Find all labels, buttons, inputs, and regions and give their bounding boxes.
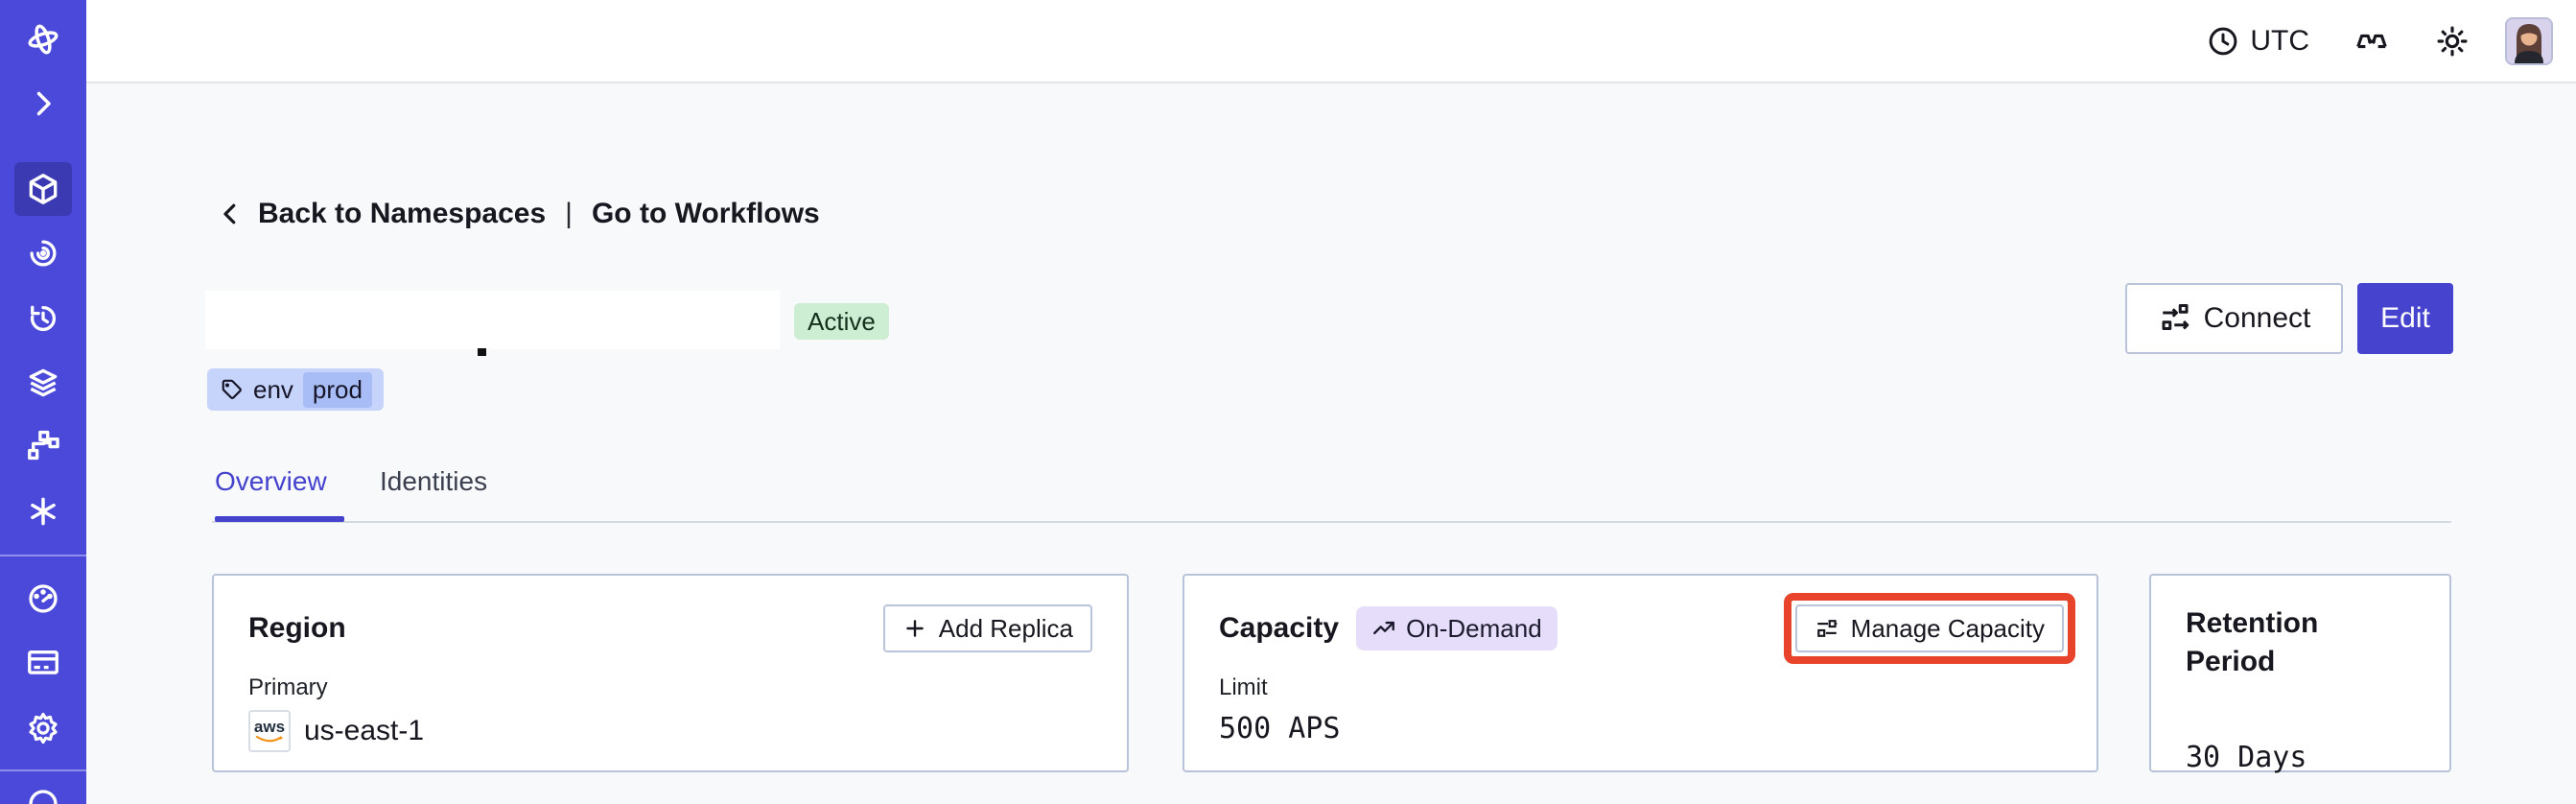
user-avatar[interactable] [2505, 16, 2553, 65]
temporal-logo-icon[interactable] [16, 14, 70, 64]
on-demand-badge-label: On-Demand [1406, 613, 1542, 643]
add-replica-button[interactable]: Add Replica [882, 604, 1092, 652]
clock-retry-icon [30, 305, 56, 332]
region-value: us-east-1 [304, 715, 425, 746]
credit-card-icon [28, 650, 59, 674]
gear-icon [29, 712, 58, 745]
active-tab-underline [215, 516, 344, 522]
topbar: UTC [86, 0, 2576, 83]
manage-capacity-label: Manage Capacity [1850, 613, 2045, 643]
glasses-icon [2356, 34, 2387, 48]
retention-card-title: Retention Period [2186, 607, 2319, 677]
back-chevron-icon[interactable] [216, 200, 245, 228]
tag-value-chip: prod [302, 371, 372, 408]
go-to-workflows-link[interactable]: Go to Workflows [591, 198, 820, 229]
tag-key: env [253, 374, 293, 404]
branch-icon [28, 430, 59, 461]
tab-overview[interactable]: Overview [215, 466, 327, 496]
tab-identities[interactable]: Identities [380, 466, 488, 496]
capacity-field-label: Limit [1219, 674, 1268, 700]
breadcrumb-separator: | [565, 198, 573, 229]
region-card-title: Region [248, 612, 346, 644]
status-badge-label: Active [808, 306, 876, 336]
tag-icon [222, 379, 242, 399]
add-replica-label: Add Replica [938, 613, 1073, 643]
sidebar-divider [0, 769, 86, 771]
theme-toggle-button[interactable] [2434, 23, 2471, 59]
sidebar-item-deployments[interactable] [16, 358, 70, 408]
region-card: Region Add Replica Primary aws us-east-1 [212, 574, 1129, 772]
edit-button[interactable]: Edit [2357, 283, 2453, 354]
sidebar-item-billing[interactable] [16, 637, 70, 687]
sidebar-item-schedules[interactable] [16, 294, 70, 343]
connect-button[interactable]: Connect [2125, 283, 2343, 354]
timezone-label: UTC [2250, 24, 2309, 57]
retention-value: 30 Days [2186, 741, 2307, 774]
breadcrumb: Back to Namespaces | Go to Workflows [216, 198, 820, 230]
edit-button-label: Edit [2380, 302, 2430, 334]
back-to-namespaces-link[interactable]: Back to Namespaces [258, 198, 547, 229]
sidebar-item-support[interactable] [16, 779, 70, 804]
sidebar-item-batch[interactable] [16, 420, 70, 470]
sun-icon [2437, 25, 2468, 57]
sliders-icon [1816, 620, 1837, 637]
namespace-name-artifact [478, 348, 486, 356]
gauge-icon [29, 584, 58, 613]
highlight-annotation: Manage Capacity [1783, 593, 2075, 664]
aws-provider-icon: aws [248, 710, 291, 752]
region-field-label: Primary [248, 674, 328, 700]
capacity-value: 500 APS [1219, 712, 1341, 745]
capacity-card: Capacity On-Demand Manage Capacity Limit… [1183, 574, 2098, 772]
sidebar-item-settings[interactable] [16, 703, 70, 753]
asterisk-icon [31, 497, 56, 526]
circle-icon [29, 790, 58, 804]
sidebar-item-spiral[interactable] [16, 228, 70, 278]
cube-icon [29, 174, 58, 204]
timezone-selector[interactable]: UTC [2206, 24, 2309, 59]
sidebar-item-nexus[interactable] [16, 486, 70, 536]
namespace-tag: env prod [207, 368, 384, 411]
docs-glasses-button[interactable] [2354, 23, 2390, 59]
connect-button-label: Connect [2203, 302, 2311, 334]
trending-up-icon [1373, 621, 1395, 635]
tabs-divider [212, 521, 2451, 523]
plus-icon [906, 620, 924, 637]
avatar-photo-icon [2507, 18, 2551, 63]
status-badge: Active [794, 303, 889, 340]
manage-capacity-button[interactable]: Manage Capacity [1794, 604, 2064, 652]
connect-icon [2162, 304, 2189, 330]
aws-smile-icon [255, 735, 283, 743]
sidebar [0, 0, 86, 804]
layers-icon [29, 368, 58, 397]
aws-word: aws [253, 718, 286, 736]
clock-icon [2209, 27, 2237, 55]
on-demand-badge: On-Demand [1356, 606, 1557, 650]
sidebar-item-namespaces[interactable] [14, 162, 72, 216]
namespace-name [205, 291, 780, 349]
sidebar-item-usage[interactable] [16, 574, 70, 624]
spiral-icon [30, 240, 57, 267]
sidebar-divider [0, 555, 86, 556]
retention-card: Retention Period 30 Days [2149, 574, 2451, 774]
sidebar-expand-chevron-icon[interactable] [16, 79, 70, 129]
capacity-card-title: Capacity [1219, 612, 1340, 644]
